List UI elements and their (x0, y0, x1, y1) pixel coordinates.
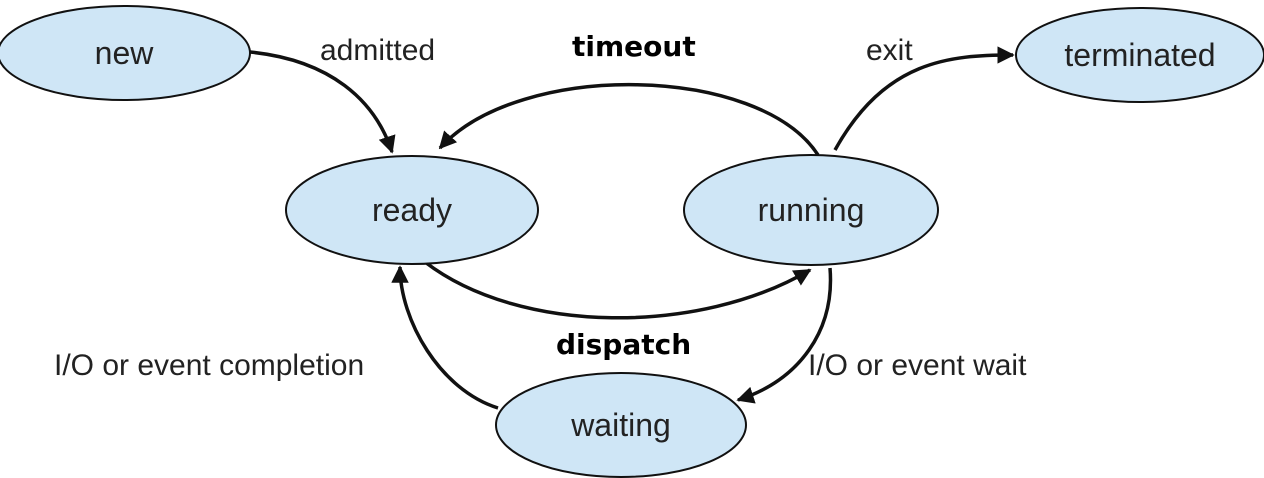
state-new: new (0, 5, 251, 101)
state-terminated-label: terminated (1064, 37, 1215, 73)
label-dispatch: dispatch (556, 328, 691, 361)
io-wait-arrow (736, 267, 833, 404)
admitted-arrow (249, 50, 396, 154)
label-exit: exit (866, 34, 913, 67)
state-ready-label: ready (372, 192, 452, 228)
exit-arrow (833, 46, 1015, 151)
label-io-completion: I/O or event completion (54, 349, 364, 382)
label-io-wait: I/O or event wait (808, 349, 1027, 382)
io-completion-arrow (391, 265, 499, 410)
state-waiting: waiting (495, 372, 747, 478)
state-new-label: new (95, 35, 155, 71)
label-admitted: admitted (320, 34, 435, 67)
state-ready: ready (285, 155, 539, 265)
label-timeout: timeout (572, 30, 696, 63)
state-running: running (683, 154, 939, 266)
dispatch-arrow (423, 260, 812, 320)
state-waiting-label: waiting (570, 407, 671, 443)
state-terminated: terminated (1015, 7, 1264, 103)
state-running-label: running (758, 192, 865, 228)
timeout-arrow (438, 83, 820, 156)
